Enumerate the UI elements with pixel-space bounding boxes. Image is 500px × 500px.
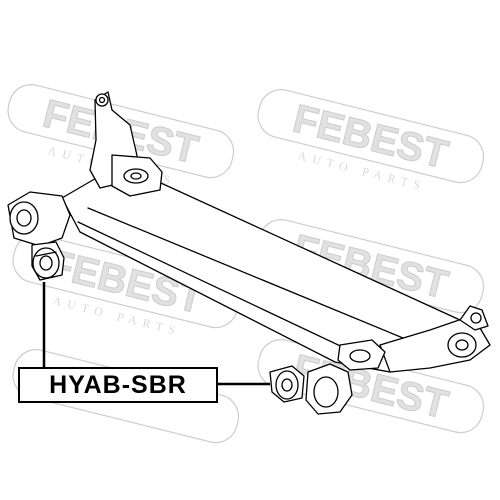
bushing-part-right (269, 365, 305, 403)
beam-edge-line (77, 221, 371, 361)
part-number-label: HYAB-SBR (18, 367, 218, 403)
axle-beam-drawing (7, 91, 491, 415)
right-mount-bolt (470, 312, 482, 324)
spring-seat-hole-inner (130, 172, 142, 180)
left-bushing-eye-inner (16, 209, 32, 227)
bushing-part (31, 241, 65, 281)
watermark-logo: FEBEST AUTO PARTS (257, 89, 485, 194)
right-bushing-eye (313, 376, 339, 408)
right-spring-seat-hole (349, 349, 371, 363)
right-trailing-arm (379, 317, 491, 373)
leader-lines (42, 282, 270, 386)
beam-edge-line (87, 207, 421, 346)
right-hub-mount-inner (455, 339, 469, 351)
left-mount-hole (98, 96, 106, 104)
